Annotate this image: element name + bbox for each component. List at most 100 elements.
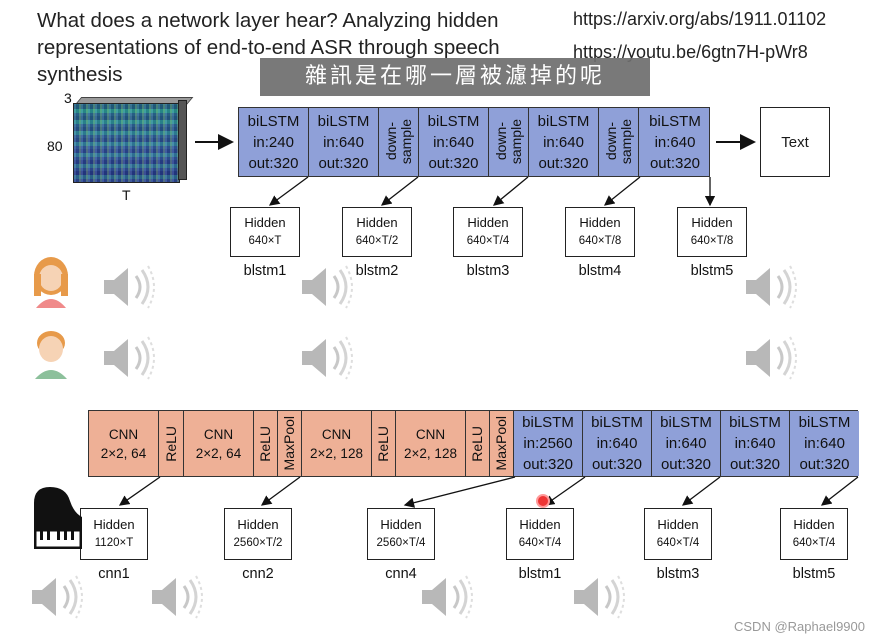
hidden-dim: 640×T/4 [466,235,510,247]
hidden-dim: 640×T/8 [578,235,622,247]
bilstm-layer: biLSTM in:640 out:320 [529,108,599,176]
bilstm-layer: biLSTM in:640 out:320 [721,411,790,476]
speaker-icon[interactable] [100,333,160,383]
hidden-dim: 640×T/8 [690,235,734,247]
video-subtitle: 雜訊是在哪一層被濾掉的呢 [260,58,650,96]
hidden-dim: 2560×T/2 [233,537,283,549]
speaker-icon[interactable] [742,333,802,383]
activation-layer: ReLU [159,411,184,476]
layer-label: CNN 2×2, 64 [195,426,242,461]
speaker-icon[interactable] [570,572,630,622]
arxiv-link[interactable]: https://arxiv.org/abs/1911.01102 [573,9,827,29]
hidden-representation-box: Hidden 640×T/4 [644,508,712,560]
hidden-title: Hidden [579,215,621,230]
hidden-representation-box: Hidden 640×T/2 [342,207,412,257]
speaker-icon[interactable] [742,262,802,312]
layer-name-label: blstm1 [243,263,287,279]
hidden-title: Hidden [691,215,733,230]
hidden-dim: 640×T/2 [355,235,399,247]
hidden-representation-box: Hidden 640×T/4 [453,207,523,257]
layer-label: CNN 2×2, 64 [100,426,147,461]
hidden-title: Hidden [467,215,509,230]
hidden-representation-box: Hidden 640×T/8 [677,207,747,257]
layer-label: CNN 2×2, 128 [404,426,457,461]
activation-layer: ReLU [372,411,396,476]
asr-encoder-top: biLSTM in:240 out:320 biLSTM in:640 out:3… [238,107,710,177]
layer-label: biLSTM in:640 out:320 [427,112,480,172]
layer-label: biLSTM in:240 out:320 [247,112,300,172]
layer-label: biLSTM in:640 out:320 [591,414,643,473]
activation-layer: MaxPool [490,411,514,476]
cnn-layer: CNN 2×2, 64 [184,411,254,476]
downsample-layer: down- sample [489,108,529,176]
layer-label: CNN 2×2, 128 [310,426,363,461]
hidden-dim: 640×T/4 [656,537,700,549]
layer-name-label: blstm3 [656,566,700,582]
hidden-representation-box: Hidden 2560×T/4 [367,508,435,560]
dim-channels: 3 [64,90,72,106]
layer-label: biLSTM in:640 out:320 [537,112,590,172]
hidden-title: Hidden [657,517,699,532]
asr-encoder-bottom: CNN 2×2, 64 ReLU CNN 2×2, 64 ReLU MaxPool CNN… [88,410,859,477]
bilstm-layer: biLSTM in:640 out:320 [309,108,379,176]
male-avatar-icon [35,331,67,379]
layer-name-label: blstm3 [466,263,510,279]
hidden-title: Hidden [244,215,286,230]
hidden-dim: 1120×T [94,537,134,549]
layer-label: biLSTM in:640 out:320 [798,414,851,473]
female-avatar-icon [34,257,68,308]
watermark: CSDN @Raphael9900 [734,619,865,634]
layer-name-label: blstm2 [355,263,399,279]
layer-name-label: cnn4 [385,566,417,582]
hidden-representation-box: Hidden 640×T/4 [506,508,574,560]
speaker-icon[interactable] [298,333,358,383]
dim-time: T [122,187,131,203]
layer-name-label: blstm5 [792,566,836,582]
layer-name-label: cnn2 [242,566,274,582]
spectrogram-side-face [178,100,187,180]
downsample-layer: down- sample [599,108,639,176]
cnn-layer: CNN 2×2, 128 [302,411,372,476]
cnn-layer: CNN 2×2, 64 [89,411,159,476]
bilstm-layer: biLSTM in:640 out:320 [583,411,652,476]
hidden-title: Hidden [356,215,398,230]
speaker-icon[interactable] [28,572,88,622]
bilstm-layer: biLSTM in:240 out:320 [239,108,309,176]
speaker-icon[interactable] [100,262,160,312]
hidden-dim: 2560×T/4 [376,537,426,549]
piano-icon [34,487,82,549]
hidden-dim: 640×T/4 [518,537,562,549]
cnn-layer: CNN 2×2, 128 [396,411,466,476]
bilstm-layer: biLSTM in:640 out:320 [419,108,489,176]
layer-name-label: blstm1 [518,566,562,582]
hidden-dim: 640×T/4 [792,537,836,549]
hidden-title: Hidden [519,517,561,532]
hidden-representation-box: Hidden 640×T [230,207,300,257]
spectrogram-image [73,103,180,183]
text-output-box: Text [760,107,830,177]
speaker-icon[interactable] [148,572,208,622]
youtube-link[interactable]: https://youtu.be/6gtn7H-pWr8 [573,42,808,62]
hidden-representation-box: Hidden 640×T/8 [565,207,635,257]
hidden-dim: 640×T [248,235,282,247]
layer-label: biLSTM in:2560 out:320 [522,414,574,473]
speaker-icon[interactable] [298,262,358,312]
hidden-title: Hidden [793,517,835,532]
layer-label: biLSTM in:640 out:320 [317,112,370,172]
layer-name-label: cnn1 [98,566,130,582]
hidden-title: Hidden [380,517,422,532]
speaker-icon[interactable] [418,572,478,622]
dim-freq: 80 [47,138,63,154]
downsample-layer: down- sample [379,108,419,176]
bilstm-layer: biLSTM in:640 out:320 [790,411,859,476]
layer-name-label: blstm5 [690,263,734,279]
bilstm-layer: biLSTM in:640 out:320 [652,411,721,476]
hidden-title: Hidden [93,517,135,532]
layer-name-label: blstm4 [578,263,622,279]
layer-label: biLSTM in:640 out:320 [649,112,701,172]
layer-label: biLSTM in:640 out:320 [729,414,781,473]
pointer-marker [536,494,550,508]
bilstm-layer: biLSTM in:2560 out:320 [514,411,583,476]
